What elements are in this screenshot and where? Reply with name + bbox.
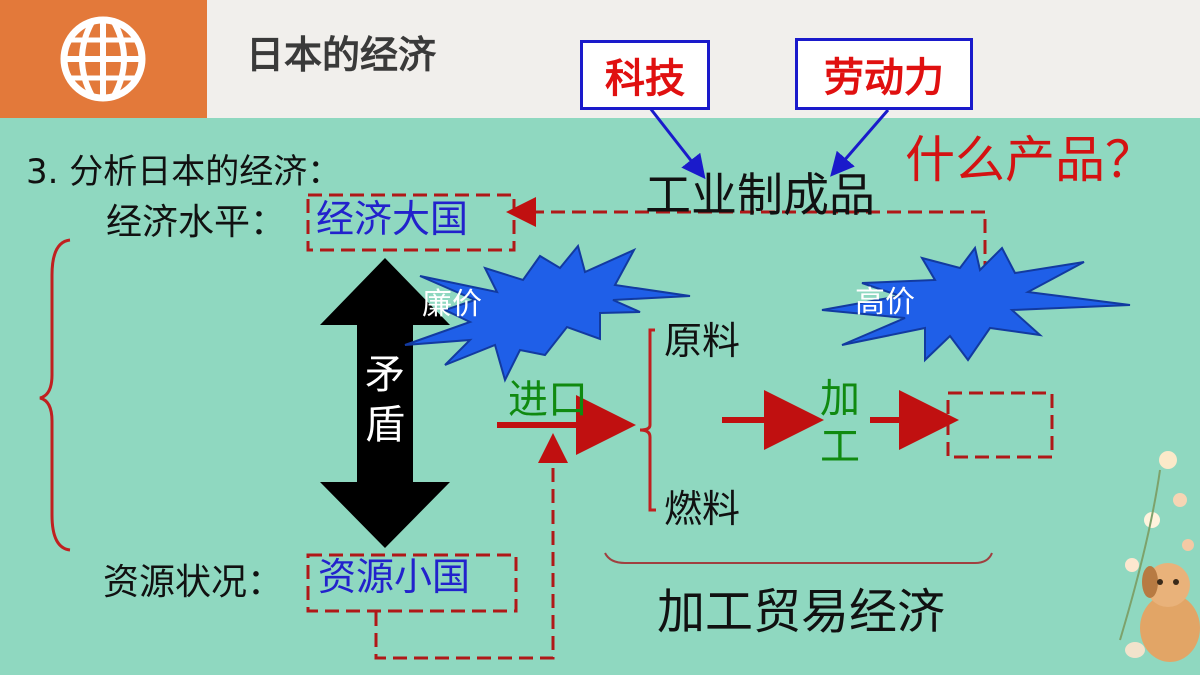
- left-brace: [39, 238, 71, 552]
- burst-left-label: 廉价: [422, 287, 482, 322]
- export-dashed-route: [506, 197, 987, 275]
- economy-level-label: 经济水平：: [106, 202, 287, 243]
- economy-level-value: 经济大国: [316, 197, 469, 241]
- globe-icon: [60, 16, 146, 102]
- tech-arrow: [648, 107, 706, 180]
- flower-decoration: [1119, 451, 1194, 641]
- burst-right: [821, 245, 1131, 363]
- tech-label: 科技: [605, 56, 685, 102]
- section-title: 3. 分析日本的经济：: [26, 152, 342, 192]
- labor-arrow: [830, 109, 890, 177]
- page-title: 日本的经济: [246, 33, 437, 77]
- labor-box: 劳动力: [795, 38, 973, 110]
- tech-box: 科技: [580, 40, 710, 110]
- burst-right-label: 高价: [855, 285, 915, 320]
- summary-underline: [604, 552, 993, 564]
- fuel-label: 燃料: [664, 487, 741, 531]
- resource-status-label: 资源状况：: [103, 562, 284, 603]
- summary-text: 加工贸易经济: [657, 584, 946, 640]
- import-dashed-route: [374, 433, 568, 660]
- import-label: 进口: [508, 377, 588, 423]
- question-text: 什么产品？: [905, 131, 1155, 189]
- logo-block: [0, 0, 207, 118]
- raw-material-label: 原料: [664, 319, 741, 363]
- dog-illustration: [1125, 563, 1200, 662]
- contradiction-double-arrow: [320, 258, 450, 548]
- materials-bracket: [639, 328, 656, 512]
- product-placeholder-box: [946, 391, 1054, 459]
- manufactured-goods: 工业制成品: [645, 168, 875, 222]
- resource-status-value: 资源小国: [318, 555, 471, 599]
- processing-label: 加工: [820, 376, 860, 470]
- resource-value-box: [306, 553, 518, 613]
- contradiction-text: 矛盾: [365, 352, 405, 448]
- burst-left: [404, 243, 691, 383]
- labor-label: 劳动力: [824, 55, 944, 101]
